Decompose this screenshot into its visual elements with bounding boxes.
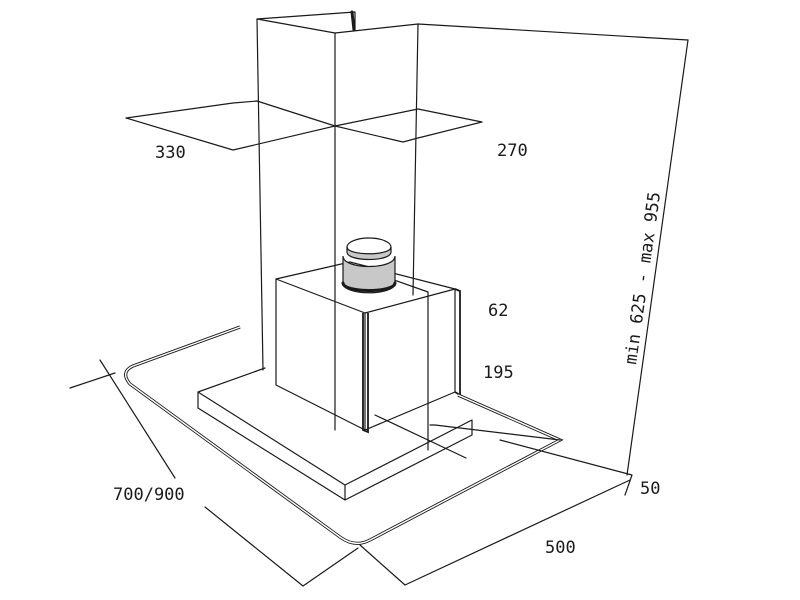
- label-outlet-62: 62: [488, 301, 508, 321]
- canopy: [197, 367, 473, 501]
- label-thickness-50: 50: [640, 479, 660, 499]
- label-body-195: 195: [483, 363, 514, 383]
- label-width-700-900: 700/900: [113, 485, 185, 505]
- chimney-panels: [256, 10, 689, 476]
- outlet-collar: [341, 237, 397, 294]
- dimension-lines: [69, 359, 633, 587]
- worktop-outline: [124, 325, 564, 545]
- label-depth-500: 500: [545, 538, 576, 558]
- upper-depth-planes: [125, 100, 483, 151]
- label-height-range: min 625 - max 955: [621, 191, 665, 366]
- hood-body: [275, 261, 461, 451]
- label-depth-270: 270: [497, 141, 528, 161]
- label-depth-330: 330: [155, 143, 186, 163]
